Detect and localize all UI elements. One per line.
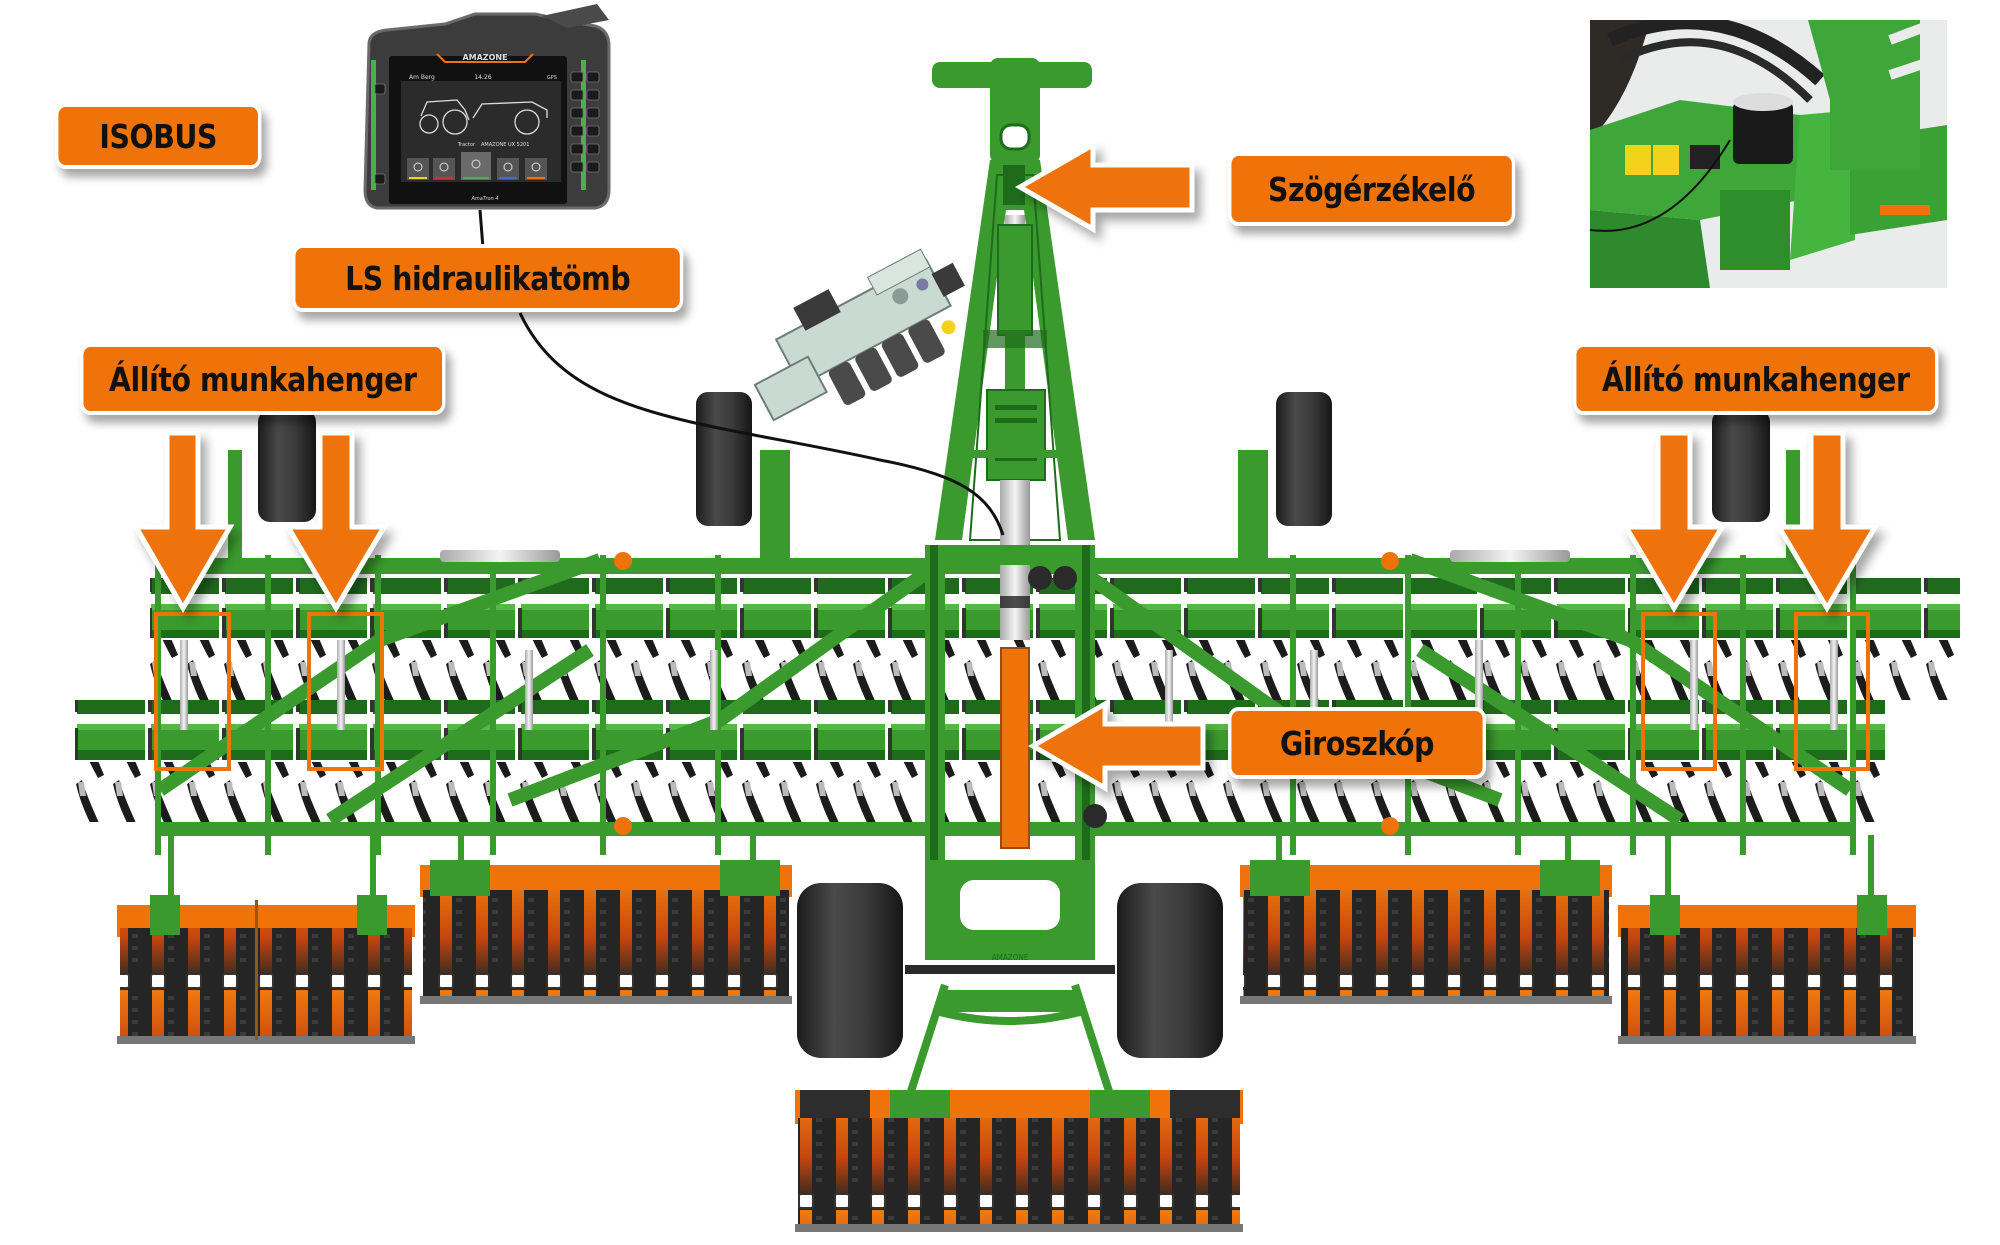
implement-icon (439, 162, 449, 172)
callout-angle-sensor: Szögérzékelő (1228, 152, 1516, 226)
menu-tile-color-bar (463, 177, 489, 179)
implement-menu-tile (433, 158, 455, 180)
roller-left-outer (117, 895, 415, 1044)
menu-tile-color-bar (409, 177, 427, 179)
ls-cable (518, 312, 1005, 536)
tractor-implement-graphic (419, 99, 548, 135)
callout-adjust-cylinder-left: Állító munkahenger (80, 343, 446, 415)
wing-wheels (228, 392, 1800, 560)
terminal-label-left: Tractor (457, 142, 476, 148)
roller-left-inner (420, 860, 792, 1004)
callout-adjust-cylinder-right-text: Állító munkahenger (1601, 359, 1910, 399)
terminal-status-left: Am Berg (409, 74, 435, 81)
gear-icon (531, 162, 541, 172)
arrow-down-left-1 (131, 430, 235, 613)
highlight-box-left-2 (307, 612, 384, 771)
menu-tile-color-bar (435, 177, 453, 179)
field-icon (471, 159, 481, 169)
callout-ls-block-text: LS hidraulikatömb (345, 258, 631, 298)
terminal-status-right: GPS (547, 75, 557, 81)
roller-center-rear (795, 1090, 1243, 1232)
callout-ls-hydraulic-block: LS hidraulikatömb (292, 244, 684, 312)
highlight-box-left-1 (154, 612, 231, 771)
menu-tile-color-bar (527, 177, 545, 179)
callout-gyroscope: Giroszkóp (1228, 707, 1486, 779)
callout-gyroscope-text: Giroszkóp (1280, 723, 1434, 763)
callout-angle-sensor-text: Szögérzékelő (1268, 169, 1476, 209)
arrow-down-right-2 (1774, 430, 1880, 613)
callout-adjust-cylinder-right: Állító munkahenger (1573, 343, 1939, 415)
angle-sensor-photo-inset (1590, 20, 1947, 288)
terminal-label-right: AMAZONE UX 5201 (481, 142, 529, 148)
ls-hydraulic-block-illustration (753, 248, 965, 422)
gear-menu-tile (525, 158, 547, 180)
callout-adjust-cylinder-left-text: Állító munkahenger (108, 359, 417, 399)
terminal-menu (407, 152, 547, 180)
joystick-icon (413, 162, 423, 172)
arrow-down-right-1 (1621, 430, 1727, 613)
arrow-left-gyroscope (1028, 699, 1206, 793)
tractor-menu-tile (497, 158, 519, 180)
roller-right-inner (1240, 860, 1612, 1004)
arrow-down-left-2 (283, 430, 389, 613)
terminal-clock: 14:26 (474, 74, 491, 81)
cylinder-highlight-boxes (154, 612, 1870, 771)
main-wheels (797, 883, 1223, 1058)
isobus-cable (478, 209, 485, 249)
tractor-icon (503, 162, 513, 172)
field-menu-tile (461, 152, 491, 180)
menu-tile-color-bar (499, 177, 517, 179)
callout-isobus-text: ISOBUS (99, 116, 218, 156)
highlight-box-right-2 (1794, 612, 1870, 771)
roller-right-outer (1618, 895, 1916, 1044)
packer-rollers (117, 860, 1916, 1232)
highlight-box-right-1 (1641, 612, 1717, 771)
arrow-left-angle-sensor (1014, 140, 1195, 234)
callout-isobus: ISOBUS (55, 103, 262, 169)
joystick-menu-tile (407, 158, 429, 180)
amatron-terminal: AMAZONE Am Berg 14:26 GPS Tractor AMAZON… (363, 4, 611, 210)
terminal-brand: AMAZONE (462, 53, 507, 62)
terminal-model: AmaTron 4 (470, 196, 498, 202)
chassis-label: AMAZONE (992, 953, 1029, 962)
